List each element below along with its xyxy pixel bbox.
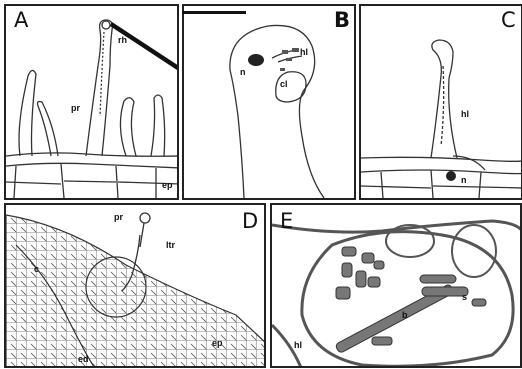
panel-d-drawing <box>6 205 266 368</box>
panel-c-letter: C <box>501 10 516 31</box>
panel-d: D pr ltr c ed ep <box>4 203 266 368</box>
label-rh: rh <box>118 36 127 45</box>
label-ltr: ltr <box>166 241 175 250</box>
label-n: n <box>461 176 467 185</box>
label-ep: ep <box>212 339 223 348</box>
label-hl: hl <box>294 341 302 350</box>
panel-a-drawing <box>6 6 179 200</box>
panel-b-drawing <box>184 6 356 200</box>
label-pr: pr <box>114 213 123 222</box>
label-hl: hl <box>300 48 308 57</box>
label-cl: cl <box>280 80 288 89</box>
label-s: s <box>462 293 467 302</box>
panel-b: B n hl cl <box>182 4 356 200</box>
panel-c: C hl n <box>359 4 522 200</box>
label-hl: hl <box>461 110 469 119</box>
label-n: n <box>240 68 246 77</box>
panel-b-letter: B <box>334 10 350 31</box>
panel-e-drawing <box>272 205 522 368</box>
panel-d-letter: D <box>242 211 258 232</box>
label-ed: ed <box>78 355 89 364</box>
label-c: c <box>34 265 39 274</box>
label-b: b <box>402 311 408 320</box>
panel-a-letter: A <box>14 10 28 31</box>
label-ep: ep <box>162 181 173 190</box>
panel-e: E hl b s <box>270 203 522 368</box>
panel-a: A rh pr ep <box>4 4 179 200</box>
panel-e-letter: E <box>280 211 293 232</box>
label-pr: pr <box>71 104 80 113</box>
panel-c-drawing <box>361 6 522 200</box>
